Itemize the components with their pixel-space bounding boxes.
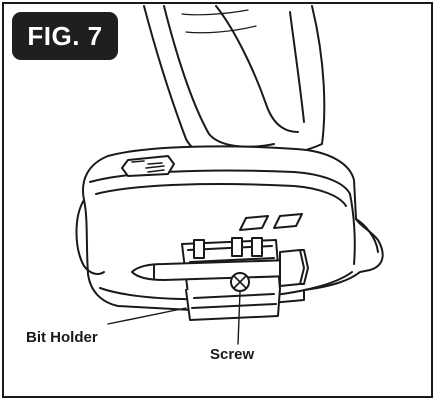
screw-callout: Screw: [210, 346, 255, 363]
drill-handle: [143, 5, 326, 161]
figure-label: FIG. 7: [12, 12, 118, 60]
screw: [230, 272, 250, 292]
leader-lines: [107, 291, 241, 345]
screw-leader: [237, 291, 241, 345]
bit-holder-leader: [107, 307, 187, 325]
bit-holder-callout: Bit Holder: [26, 329, 98, 346]
figure-frame: FIG. 7 Bit Holder Screw: [2, 2, 433, 398]
vent-slots: [239, 213, 303, 231]
drill-base-illustration: [75, 5, 384, 345]
driver-bit: [131, 249, 309, 287]
led-button: [121, 155, 175, 177]
